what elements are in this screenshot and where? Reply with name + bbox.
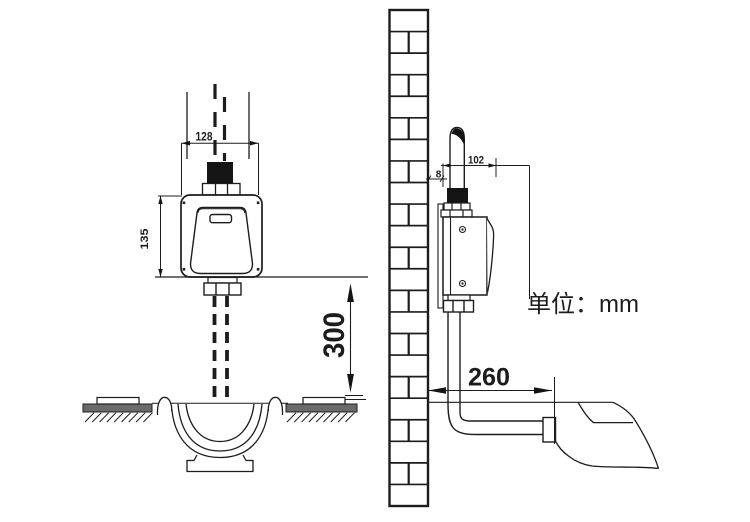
line xyxy=(114,413,123,422)
line xyxy=(316,413,325,422)
bottom-nut-front xyxy=(204,283,241,295)
line xyxy=(294,413,303,422)
foot-pad-left xyxy=(97,398,139,405)
line xyxy=(92,413,101,422)
outlet-pipe-dashed xyxy=(215,296,228,401)
pan-side-rim-curl xyxy=(578,402,633,422)
dim-offset-label: 260 xyxy=(468,364,510,392)
outlet-washer-side xyxy=(448,295,470,301)
pan-inlet-connector xyxy=(543,418,556,443)
line xyxy=(100,413,109,422)
dim-width-label: 128 xyxy=(196,130,213,144)
pan-mid-wall xyxy=(178,404,262,451)
squat-pan-front xyxy=(152,397,288,471)
front-view: 128 135 xyxy=(83,84,368,472)
top-nuts-side xyxy=(441,203,472,217)
supply-pipe-lines xyxy=(187,92,249,159)
dim-depth-label: 102 xyxy=(468,155,484,167)
line xyxy=(309,413,318,422)
line xyxy=(324,413,333,422)
floor-slab-left xyxy=(83,404,152,412)
sensor-window xyxy=(210,215,232,223)
floor-hatch-left xyxy=(85,413,152,422)
line xyxy=(136,413,145,422)
floor-slab-right xyxy=(286,404,357,412)
brick-wall xyxy=(390,10,429,506)
line xyxy=(143,413,152,422)
side-view: 102 8 260 单位：mm xyxy=(390,10,659,506)
bottom-nut-side xyxy=(444,301,474,313)
line xyxy=(107,413,116,422)
dim-height-135: 135 xyxy=(139,196,182,277)
floor-left xyxy=(83,398,152,413)
line xyxy=(287,413,296,422)
dim-drop-label: 300 xyxy=(318,312,351,358)
dim-gap-label: 8 xyxy=(436,170,442,181)
flush-valve-side xyxy=(438,128,494,313)
dim-offset-260: 260 xyxy=(428,364,555,445)
line xyxy=(345,413,354,422)
dim-drop-300: 300 xyxy=(318,284,366,400)
pan-side-bottom xyxy=(556,442,659,469)
line xyxy=(338,413,347,422)
pan-side-outer xyxy=(613,402,659,468)
inlet-pipe-centerline xyxy=(215,84,225,161)
line xyxy=(85,413,94,422)
top-nut-front xyxy=(203,184,241,196)
threaded-connector-front xyxy=(207,162,233,183)
outlet-washer-front xyxy=(208,278,237,284)
pan-inner-bowl xyxy=(186,404,254,442)
line xyxy=(129,413,138,422)
threaded-connector-side xyxy=(447,188,468,203)
line xyxy=(331,413,340,422)
foot-pad-right xyxy=(303,398,345,405)
pan-rim-lip-right xyxy=(268,397,282,415)
line xyxy=(122,413,131,422)
side-cover-flap xyxy=(487,219,494,293)
floor-hatch-right xyxy=(287,413,354,422)
pan-rim-lip-left xyxy=(157,397,171,415)
unit-label: 单位：mm xyxy=(527,291,639,318)
dim-height-label: 135 xyxy=(139,229,151,250)
line xyxy=(302,413,311,422)
